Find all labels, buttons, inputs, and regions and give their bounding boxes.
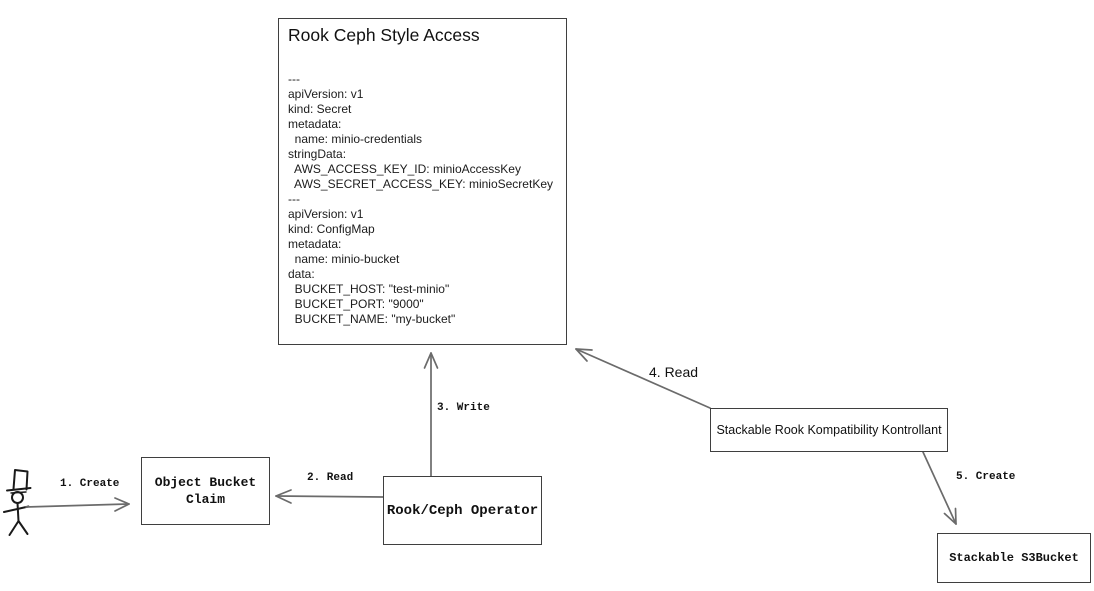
node-stackable-s3bucket: Stackable S3Bucket [937,533,1091,583]
node-stackable-s3bucket-label: Stackable S3Bucket [949,551,1079,565]
yaml-line: --- [288,192,300,206]
yaml-line: stringData: [288,147,347,161]
yaml-line: metadata: [288,237,342,251]
edge-label-3-write: 3. Write [437,402,490,414]
arrow-5-create-s3bucket [922,451,957,525]
arrow-4-read-manifests [575,348,711,409]
yaml-line: AWS_SECRET_ACCESS_KEY: minioSecretKey [288,177,553,191]
yaml-line: apiVersion: v1 [288,207,364,221]
node-kontrollant-label: Stackable Rook Kompatibility Kontrollant [716,423,942,437]
yaml-line: AWS_ACCESS_KEY_ID: minioAccessKey [288,162,521,176]
yaml-line: name: minio-bucket [288,252,400,266]
node-rook-ceph-style-access: Rook Ceph Style Access ---apiVersion: v1… [278,18,567,345]
arrow-2-read-obc [275,489,384,504]
yaml-line: apiVersion: v1 [288,87,364,101]
node-stackable-rook-kompatibility-kontrollant: Stackable Rook Kompatibility Kontrollant [710,408,948,452]
edge-label-4-read: 4. Read [649,364,699,380]
yaml-line: kind: ConfigMap [288,222,375,236]
arrow-3-write-manifests [423,352,439,477]
edge-label-5-create: 5. Create [956,471,1016,483]
yaml-line: BUCKET_PORT: "9000" [288,297,424,311]
arrow-1-create-obc [25,497,130,512]
yaml-line: --- [288,72,300,86]
edge-label-1-create: 1. Create [60,478,120,490]
yaml-line: kind: Secret [288,102,352,116]
yaml-box-title: Rook Ceph Style Access [288,25,480,45]
node-object-bucket-claim-label: Object Bucket Claim [154,475,257,507]
stick-figure-user-icon [3,469,32,536]
yaml-line: BUCKET_HOST: "test-minio" [288,282,450,296]
node-rook-ceph-operator-label: Rook/Ceph Operator [386,502,539,519]
node-object-bucket-claim: Object Bucket Claim [141,457,270,525]
yaml-line: name: minio-credentials [288,132,423,146]
edge-label-2-read: 2. Read [307,472,354,484]
yaml-line: data: [288,267,315,281]
yaml-line: BUCKET_NAME: "my-bucket" [288,312,456,326]
yaml-line: metadata: [288,117,342,131]
node-rook-ceph-operator: Rook/Ceph Operator [383,476,542,545]
